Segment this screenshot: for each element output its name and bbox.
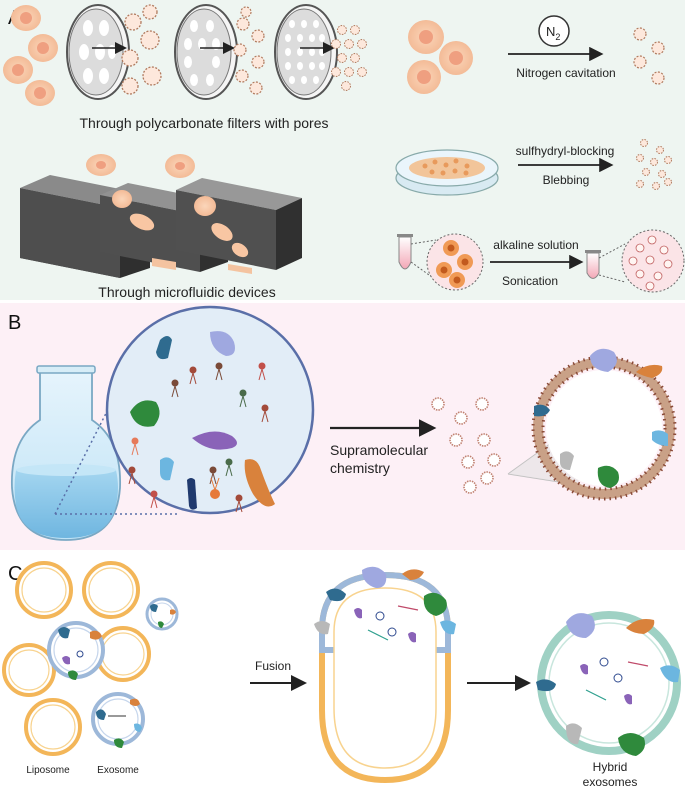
liposomes	[2, 561, 151, 756]
panel-a: A	[0, 0, 685, 300]
petri-dish	[395, 149, 499, 196]
source-cells-filters	[3, 5, 58, 106]
tube-after-sonication	[585, 250, 601, 279]
nitrogen-label: Nitrogen cavitation	[516, 66, 615, 80]
large-liposome	[531, 348, 677, 501]
hybrid-exosome	[536, 611, 681, 756]
nitrogen-vesicles	[633, 27, 665, 85]
sonication-label: Sonication	[502, 274, 558, 288]
blebbing-vesicles	[636, 139, 672, 190]
hybrid-line1: Hybrid	[593, 760, 628, 774]
nitrogen-symbol-circle	[538, 15, 570, 47]
supramolecular-line2: chemistry	[330, 460, 390, 476]
polycarbonate-filter-large-pores	[66, 4, 130, 100]
zoom-cells-circle	[426, 233, 484, 291]
molecular-components-circle	[105, 305, 315, 515]
panel-c: C	[2, 561, 681, 789]
liposome-label: Liposome	[26, 765, 70, 776]
vesicles-after-filter-1	[121, 4, 162, 95]
nitrogen-cavitation-cells	[407, 20, 473, 94]
exosome-2	[145, 597, 179, 631]
panel-b: B	[0, 303, 685, 550]
zoom-vesicles-circle	[621, 229, 685, 293]
polycarbonate-label: Through polycarbonate filters with pores	[79, 115, 328, 131]
microfluidic-label: Through microfluidic devices	[98, 284, 275, 300]
round-bottom-flask	[11, 365, 121, 541]
sulfhydryl-label: sulfhydryl-blocking	[516, 144, 615, 158]
vesicles-after-filter-3	[331, 25, 367, 91]
exosome-3	[91, 692, 145, 748]
polycarbonate-filter-medium-pores	[174, 4, 238, 100]
fusion-label: Fusion	[255, 659, 291, 673]
fusion-intermediate	[314, 566, 456, 784]
lipid-molecules	[128, 362, 269, 513]
zoom-line-1a	[410, 239, 437, 245]
zoom-line-flask-top	[54, 359, 134, 515]
blebbing-label: Blebbing	[543, 173, 590, 187]
nitrogen-symbol: N2	[546, 24, 560, 42]
exosome-label: Exosome	[97, 765, 139, 776]
tube-before-sonication	[397, 234, 413, 270]
polycarbonate-filter-small-pores	[274, 4, 338, 100]
alkaline-label: alkaline solution	[493, 238, 578, 252]
panel-b-letter: B	[8, 312, 21, 334]
hybrid-line2: exosomes	[583, 775, 638, 789]
exosome-1	[47, 621, 105, 680]
supramolecular-line1: Supramolecular	[330, 442, 428, 458]
microfluidic-device	[20, 154, 302, 278]
liposomes-inner	[8, 567, 145, 750]
vesicles-after-filter-2	[233, 6, 265, 95]
zoom-line-2a	[598, 243, 626, 259]
small-vesicles	[431, 397, 501, 494]
zoom-line-2b	[598, 274, 626, 283]
